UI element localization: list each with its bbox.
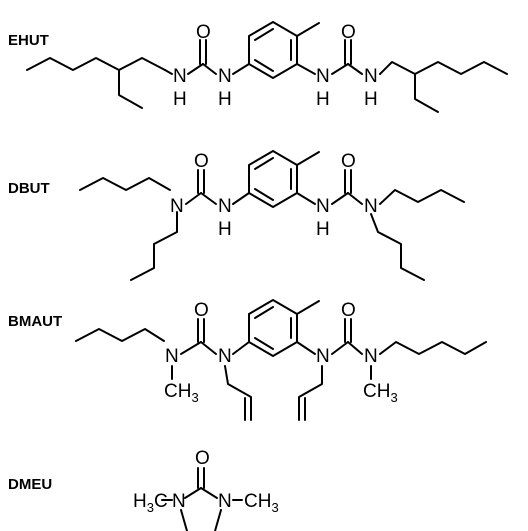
bmaut-bond-n1-c xyxy=(180,341,202,355)
dbut-left-butyl-2 xyxy=(130,211,178,281)
ehut-o2: O xyxy=(341,22,356,43)
ehut-o1: O xyxy=(196,22,211,43)
dmeu-bond-c-n2 xyxy=(200,487,218,499)
bmaut-bond-ring-n3 xyxy=(296,341,316,355)
dbut-ring-db3 xyxy=(254,188,274,201)
ehut-bond-to-n1 xyxy=(164,69,173,75)
dbut-bond-n1-c xyxy=(185,192,202,205)
dmeu-ring-left xyxy=(180,509,188,531)
bmaut-allyl-1 xyxy=(224,365,252,421)
ehut-bond-n3-c xyxy=(331,63,349,75)
label-ehut: EHUT xyxy=(8,32,49,49)
ehut-ring-db3 xyxy=(254,59,274,72)
ehut-left-chain xyxy=(26,57,166,71)
dbut-left-butyl-1 xyxy=(79,177,171,191)
bmaut-methyl xyxy=(296,300,320,315)
dbut-n3: N xyxy=(316,196,330,217)
bmaut-ring-db1 xyxy=(254,306,274,319)
bmaut-n1: N xyxy=(165,346,179,367)
ehut-bond-n1-c xyxy=(187,63,204,75)
dbut-n1: N xyxy=(170,196,184,217)
dmeu-o: O xyxy=(195,448,210,469)
bmaut-bond-c-n4 xyxy=(347,341,363,355)
dbut-bond-c-n4 xyxy=(347,192,363,205)
bmaut-allyl-2 xyxy=(298,365,323,421)
label-dmeu: DMEU xyxy=(8,476,52,493)
ehut-n1: N xyxy=(173,66,187,87)
ehut-h3: H xyxy=(316,89,330,110)
bmaut-ring xyxy=(248,299,298,357)
ehut-methyl xyxy=(296,22,320,37)
dbut-bond-c-n2 xyxy=(200,192,217,205)
bmaut-n4: N xyxy=(364,346,378,367)
ehut-right-ethyl xyxy=(414,73,439,113)
ehut-h1: H xyxy=(173,89,187,110)
ehut-ring xyxy=(248,21,298,79)
ehut-n4: N xyxy=(364,66,378,87)
dbut-h2: H xyxy=(218,219,232,240)
bmaut-bond-n3-c xyxy=(331,341,349,355)
dmeu-h3c: H3C xyxy=(133,491,168,515)
ehut-right-chain xyxy=(379,61,508,75)
ehut-left-ethyl xyxy=(118,69,143,109)
ehut-h2: H xyxy=(218,89,232,110)
dmeu-ch3: CH3 xyxy=(244,491,279,515)
dbut-right-butyl-2 xyxy=(370,213,425,281)
dbut-bond-n3-c xyxy=(331,192,349,205)
dbut-methyl xyxy=(296,151,320,166)
dbut-ring-db1 xyxy=(254,157,274,170)
bmaut-o2: O xyxy=(341,300,356,321)
bmaut-n2: N xyxy=(218,346,232,367)
ehut-h4: H xyxy=(364,89,378,110)
dbut-bond-n2-ring xyxy=(232,192,250,205)
dbut-h3: H xyxy=(316,219,330,240)
bmaut-n3: N xyxy=(316,346,330,367)
structure-ehut: EHUT N H O N H N H O N H xyxy=(8,21,508,113)
ehut-ring-db1 xyxy=(254,28,274,41)
ehut-bond-c-n4 xyxy=(347,63,363,75)
label-dbut: DBUT xyxy=(8,180,50,197)
dmeu-n1: N xyxy=(172,491,186,512)
ehut-n3: N xyxy=(316,66,330,87)
dbut-right-butyl-1 xyxy=(379,189,465,205)
structure-dbut: DBUT N O N H N H O N xyxy=(8,150,465,281)
bmaut-right-butyl xyxy=(379,341,487,355)
dbut-n4: N xyxy=(364,196,378,217)
structure-bmaut: BMAUT N CH3 O N N O N CH3 xyxy=(8,299,487,421)
ehut-bond-c-n2 xyxy=(202,63,217,75)
bmaut-ring-db3 xyxy=(254,337,274,350)
dbut-o2: O xyxy=(341,151,356,172)
ehut-bond-n2-ring xyxy=(232,63,250,75)
dbut-bond-ring-n3 xyxy=(296,192,316,205)
bmaut-o1: O xyxy=(194,300,209,321)
dbut-n2: N xyxy=(218,196,232,217)
bmaut-ch3-1: CH3 xyxy=(164,381,199,405)
bmaut-bond-n2-ring xyxy=(232,341,250,355)
bmaut-left-butyl xyxy=(75,328,165,342)
dmeu-bond-c-n1 xyxy=(184,487,202,499)
ehut-bond-ring-n3 xyxy=(296,63,316,75)
label-bmaut: BMAUT xyxy=(8,313,62,330)
dbut-o1: O xyxy=(194,151,209,172)
structure-dmeu: DMEU O H3C N N CH3 xyxy=(8,448,279,531)
ehut-n2: N xyxy=(218,66,232,87)
dmeu-n2: N xyxy=(218,491,232,512)
bmaut-bond-c-n2 xyxy=(200,341,217,355)
dmeu-ring-right xyxy=(214,509,222,531)
bmaut-ch3-2: CH3 xyxy=(363,381,398,405)
dbut-ring xyxy=(248,150,298,208)
